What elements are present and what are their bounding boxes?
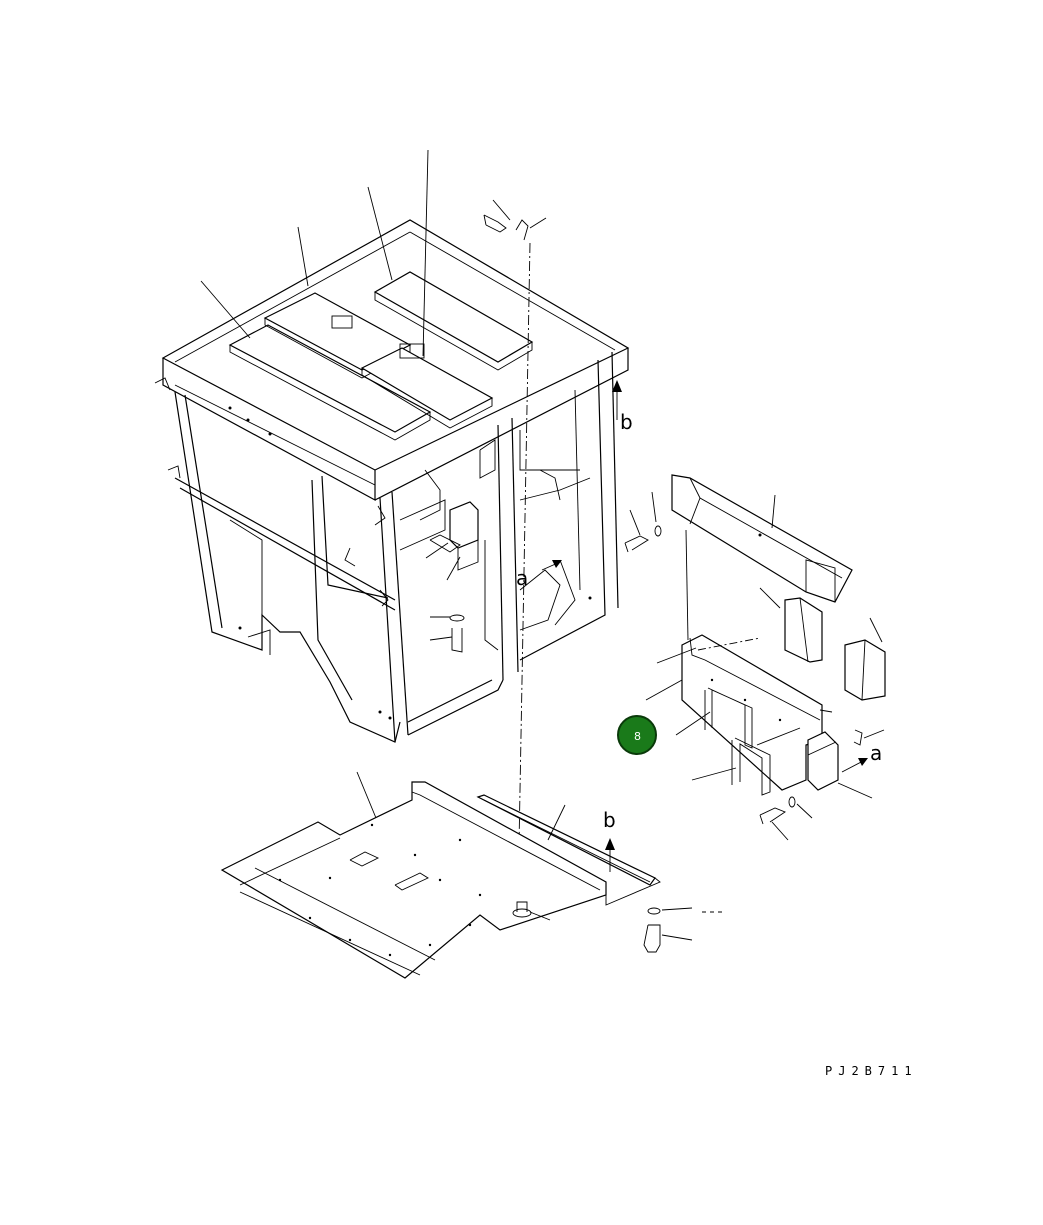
callout-badge[interactable]: 8 xyxy=(617,715,657,755)
ref-label-b-upper: b xyxy=(620,410,633,434)
cab-leader-lines xyxy=(200,149,461,641)
floor-plate xyxy=(220,771,607,979)
cab-frame xyxy=(154,219,630,743)
floor-strip xyxy=(476,794,661,906)
callout-badge-label: 8 xyxy=(634,730,641,743)
rear-cover-assembly xyxy=(624,474,886,841)
drawing-code: PJ2B711 xyxy=(825,1064,918,1078)
lower-bolt-group xyxy=(512,901,722,953)
ref-arrows-right: a xyxy=(841,741,882,773)
ref-label-b-lower: b xyxy=(603,808,616,832)
top-bolt-group xyxy=(483,199,547,901)
ref-arrows-upper: a b xyxy=(516,380,633,590)
ref-label-a-upper: a xyxy=(516,566,528,590)
ref-label-a-lower: a xyxy=(870,741,882,765)
ref-arrows-lower: b xyxy=(603,808,616,872)
